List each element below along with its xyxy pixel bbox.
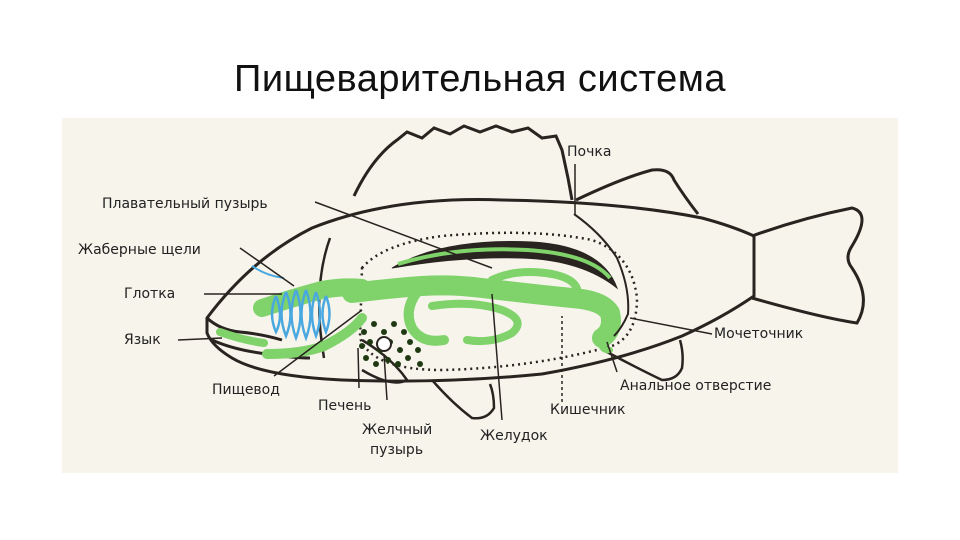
slide-title: Пищеварительная система — [0, 58, 960, 101]
gallbladder — [377, 337, 391, 351]
label-ureter: Мочеточник — [714, 326, 803, 342]
label-esophagus: Пищевод — [212, 382, 280, 398]
label-pharynx: Глотка — [124, 286, 175, 302]
label-intestine: Кишечник — [550, 402, 625, 418]
label-anus: Анальное отверстие — [620, 378, 771, 394]
label-liver: Печень — [318, 398, 371, 414]
label-gallbladder-line2: пузырь — [370, 442, 423, 458]
label-gallbladder-line1: Желчный — [362, 422, 432, 438]
label-swim-bladder: Плавательный пузырь — [102, 196, 268, 212]
label-gill-slits: Жаберные щели — [78, 242, 201, 258]
fish-anatomy-diagram: Почка Плавательный пузырь Жаберные щели … — [62, 118, 898, 473]
label-tongue: Язык — [124, 332, 161, 348]
label-stomach: Желудок — [480, 428, 548, 444]
label-kidney: Почка — [567, 144, 611, 160]
